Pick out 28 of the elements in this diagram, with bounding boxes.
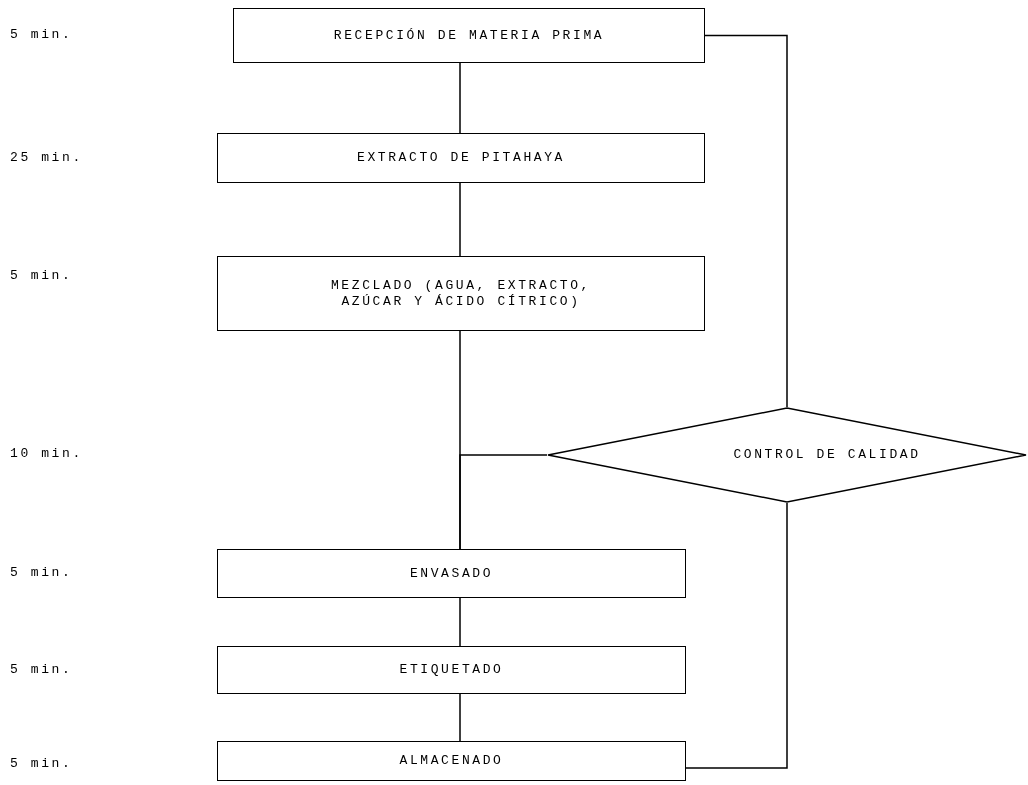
step-label: EXTRACTO DE PITAHAYA — [357, 150, 565, 166]
connector-line — [459, 597, 461, 647]
connector-line — [459, 62, 461, 134]
duration-label: 5 min. — [10, 662, 73, 677]
connector-line — [459, 454, 548, 550]
step-label: CONTROL DE CALIDAD — [733, 447, 921, 463]
step-label: MEZCLADO (AGUA, EXTRACTO, AZÚCAR Y ÁCIDO CÍTRICO) — [329, 277, 592, 310]
duration-label: 5 min. — [10, 565, 73, 580]
connector-line — [685, 502, 788, 769]
connector-line — [459, 182, 461, 257]
duration-label: 5 min. — [10, 756, 73, 771]
process-box — [217, 646, 686, 694]
step-label: RECEPCIÓN DE MATERIA PRIMA — [333, 27, 605, 44]
process-box — [233, 8, 705, 63]
duration-label: 10 min. — [10, 446, 83, 461]
step-label: ETIQUETADO — [399, 662, 504, 678]
connector-line — [459, 693, 461, 742]
duration-label: 5 min. — [10, 268, 73, 283]
step-label: ENVASADO — [409, 565, 494, 582]
step-label: ALMACENADO — [399, 753, 504, 769]
process-box — [217, 741, 686, 781]
process-box — [217, 549, 686, 598]
duration-label: 25 min. — [10, 150, 83, 165]
duration-label: 5 min. — [10, 27, 73, 42]
connector-line — [704, 34, 788, 408]
process-box — [217, 133, 705, 183]
process-box — [217, 256, 705, 331]
decision-diamond — [547, 407, 1027, 503]
